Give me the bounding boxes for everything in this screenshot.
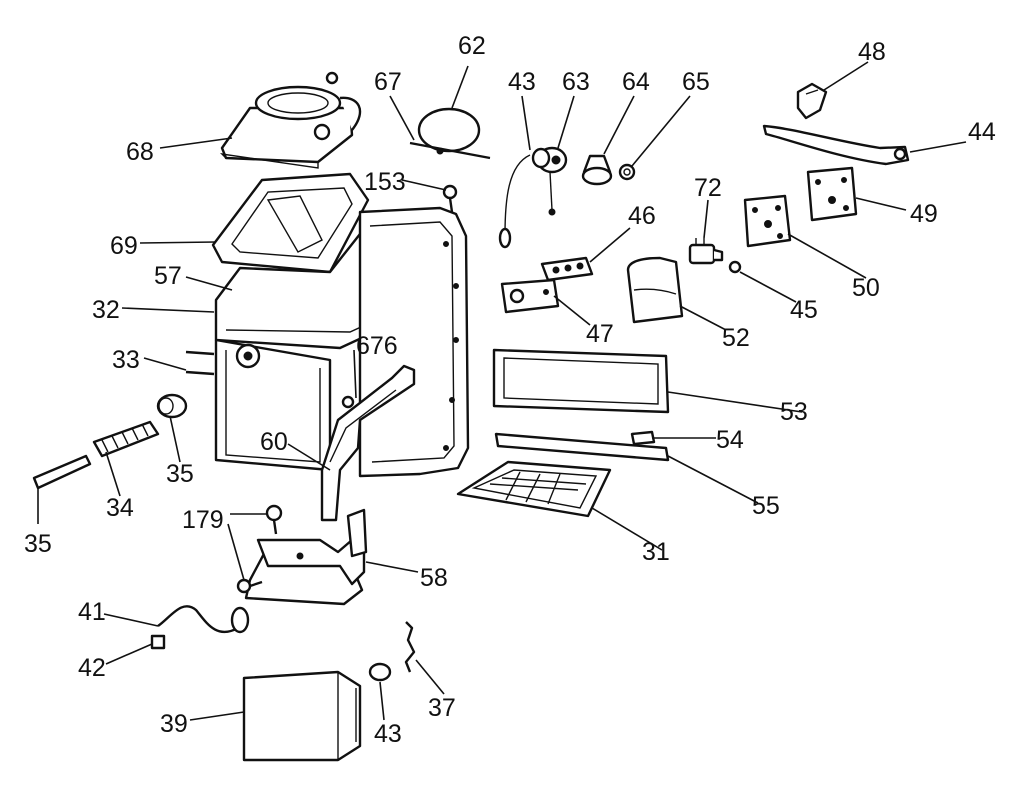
part-48-clip (796, 82, 828, 120)
leader-lines (37, 61, 967, 721)
part-34-spring (92, 420, 160, 458)
label-46: 46 (628, 202, 656, 230)
part-153-screw (442, 184, 458, 213)
part-54-clip (630, 430, 656, 446)
part-50-plate (743, 194, 792, 248)
label-32: 32 (92, 296, 120, 324)
part-33-pins (185, 343, 261, 376)
label-48: 48 (858, 38, 886, 66)
part-44-handle (762, 124, 910, 166)
label-34: 34 (106, 494, 134, 522)
label-50: 50 (852, 274, 880, 302)
label-67: 67 (374, 68, 402, 96)
label-65: 65 (682, 68, 710, 96)
label-41: 41 (78, 598, 106, 626)
callout-labels: 68 62 67 43 63 64 65 48 44 153 69 72 46 … (24, 32, 996, 748)
part-43-grommet (368, 662, 392, 682)
part-42-clip (150, 634, 166, 650)
part-43-wire-harness (498, 154, 531, 249)
label-35-right: 35 (166, 460, 194, 488)
label-35-left: 35 (24, 530, 52, 558)
part-58-bottom-bracket (244, 508, 368, 606)
label-43-bottom: 43 (374, 720, 402, 748)
part-39-box (242, 670, 362, 762)
part-68-blower-housing (220, 71, 362, 169)
part-676-screw (341, 395, 355, 409)
part-liner-panel (358, 206, 470, 478)
label-63: 63 (562, 68, 590, 96)
label-54: 54 (716, 426, 744, 454)
part-49-plate (806, 166, 858, 222)
label-69: 69 (110, 232, 138, 260)
part-37-spring-clip (404, 621, 416, 673)
part-69-top-frame (211, 172, 370, 274)
label-153: 153 (364, 168, 406, 196)
label-179: 179 (182, 506, 224, 534)
label-72: 72 (694, 174, 722, 202)
label-49: 49 (910, 200, 938, 228)
part-41-rod (157, 605, 250, 634)
label-37: 37 (428, 694, 456, 722)
part-64-knob (581, 154, 613, 186)
label-31: 31 (642, 538, 670, 566)
label-47: 47 (586, 320, 614, 348)
part-62-gasket-ring (417, 107, 481, 153)
label-57: 57 (154, 262, 182, 290)
label-33: 33 (112, 346, 140, 374)
part-63-thermostat (531, 146, 568, 216)
label-42: 42 (78, 654, 106, 682)
label-43-top: 43 (508, 68, 536, 96)
label-45: 45 (790, 296, 818, 324)
label-64: 64 (622, 68, 650, 96)
label-676: 676 (356, 332, 398, 360)
part-45-washer (728, 260, 742, 274)
part-60-bracket-arm (320, 364, 416, 522)
label-39: 39 (160, 710, 188, 738)
part-55-strip (494, 432, 670, 462)
part-72-switch (688, 238, 724, 265)
part-67-rod (409, 141, 491, 160)
label-62: 62 (458, 32, 486, 60)
label-55: 55 (752, 492, 780, 520)
part-65-nut (618, 163, 636, 181)
label-44: 44 (968, 118, 996, 146)
part-52-cover (626, 256, 684, 324)
part-46-switch-bar (540, 256, 594, 282)
label-58: 58 (420, 564, 448, 592)
label-68: 68 (126, 138, 154, 166)
label-53: 53 (780, 398, 808, 426)
label-60: 60 (260, 428, 288, 456)
part-35-pin (32, 454, 92, 490)
label-52: 52 (722, 324, 750, 352)
part-35-cap (156, 393, 188, 419)
part-47-bracket (500, 278, 560, 314)
part-53-frame (492, 348, 670, 414)
part-31-grille (456, 460, 612, 518)
